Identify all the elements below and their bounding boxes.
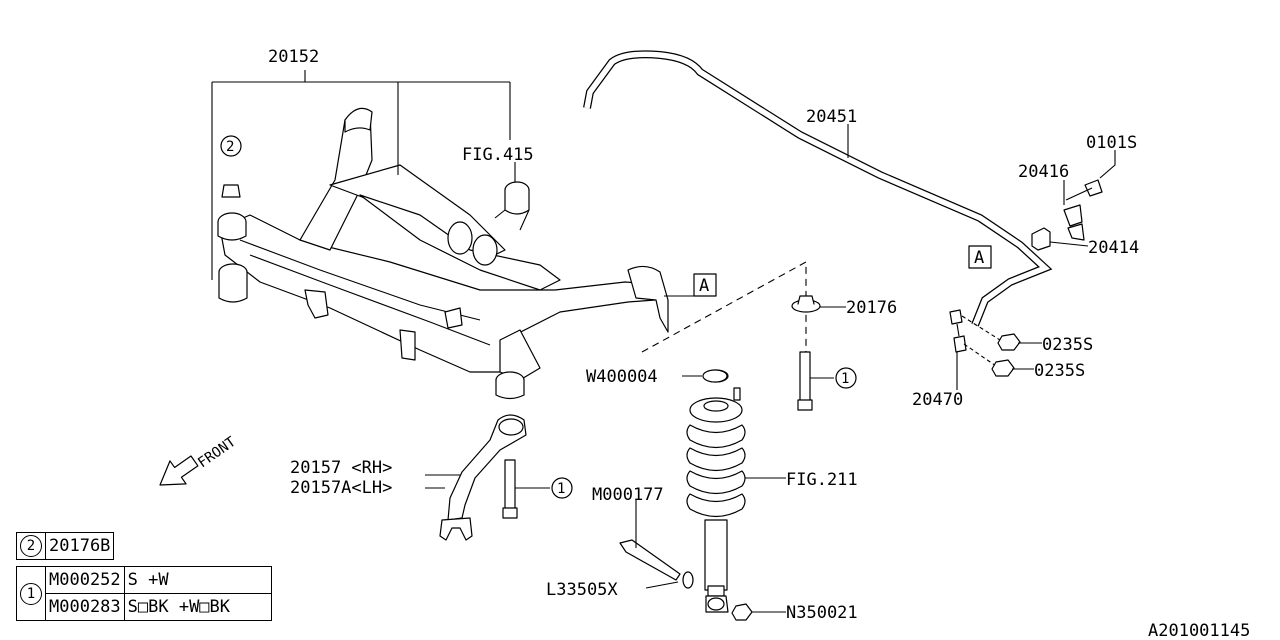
label-0101s: 0101S: [1086, 133, 1137, 153]
cap-w400004: [702, 369, 728, 383]
legend-row-1a: 1 M000252 S +W: [16, 566, 272, 621]
legend-desc-m000252: S +W: [123, 566, 272, 594]
label-0235s-a: 0235S: [1042, 335, 1093, 355]
label-20451: 20451: [806, 107, 857, 127]
label-20416: 20416: [1018, 162, 1069, 182]
callout-1b-text: 1: [557, 481, 565, 497]
label-20176: 20176: [846, 298, 897, 318]
label-fig211: FIG.211: [786, 470, 858, 490]
legend-part-m000283: M000283: [45, 593, 125, 621]
label-0235s-b: 0235S: [1034, 361, 1085, 381]
legend-part-m000252: M000252: [45, 566, 125, 594]
crossmember-drawing: [219, 107, 669, 400]
legend-row-2: 2 20176B: [16, 532, 115, 560]
callout-1a-text: 1: [841, 371, 849, 387]
label-20157: 20157 <RH>: [290, 458, 392, 478]
callout-circle-1-a: [835, 367, 857, 389]
dashed-ref-line: [641, 261, 807, 365]
ref-box-a-right: [968, 245, 992, 269]
legend-key-2: 2: [20, 535, 42, 557]
bolt-lower: [502, 459, 518, 519]
mount-20176: [791, 295, 821, 313]
fastener-legend: 2 20176B: [16, 532, 115, 560]
callout-circle-2: [220, 135, 242, 157]
bushing-fig415: [494, 181, 530, 231]
label-20470: 20470: [912, 390, 963, 410]
callout-2-text: 2: [226, 139, 234, 155]
label-20414: 20414: [1088, 238, 1139, 258]
label-n350021: N350021: [786, 603, 858, 623]
label-l33505x: L33505X: [546, 580, 618, 600]
label-20157a: 20157A<LH>: [290, 478, 392, 498]
label-20152: 20152: [268, 47, 319, 67]
legend-part-20176b: 20176B: [44, 532, 115, 560]
lower-bolt: [619, 539, 753, 621]
leader-20152: [211, 70, 511, 280]
left-bushing-group: [217, 184, 248, 303]
ref-a-left-text: A: [699, 276, 709, 296]
front-label: FRONT: [195, 434, 239, 472]
ref-box-a-left: [693, 273, 717, 297]
label-w400004: W400004: [586, 367, 658, 387]
stabilizer-clamp: [1031, 179, 1103, 251]
fastener-legend-1: 1 M000252 S +W M000283 S□BK +W□BK: [16, 566, 272, 621]
legend-row-1b: M000283 S□BK +W□BK: [17, 593, 272, 621]
front-arrow-icon: [159, 455, 199, 486]
document-id: A201001145: [1148, 621, 1250, 640]
legend-desc-m000283: S□BK +W□BK: [123, 593, 272, 621]
callout-circle-1-b: [551, 477, 573, 499]
bolt-upper: [797, 351, 813, 411]
ref-a-right-text: A: [974, 248, 984, 268]
label-m000177: M000177: [592, 485, 664, 505]
arm-20157: [439, 414, 527, 541]
strut-drawing: [686, 369, 746, 613]
stabilizer-link: [949, 309, 1021, 377]
legend-key-1: 1: [20, 582, 42, 605]
stabilizer-bar-drawing: [583, 50, 1053, 327]
label-fig415: FIG.415: [462, 145, 534, 165]
